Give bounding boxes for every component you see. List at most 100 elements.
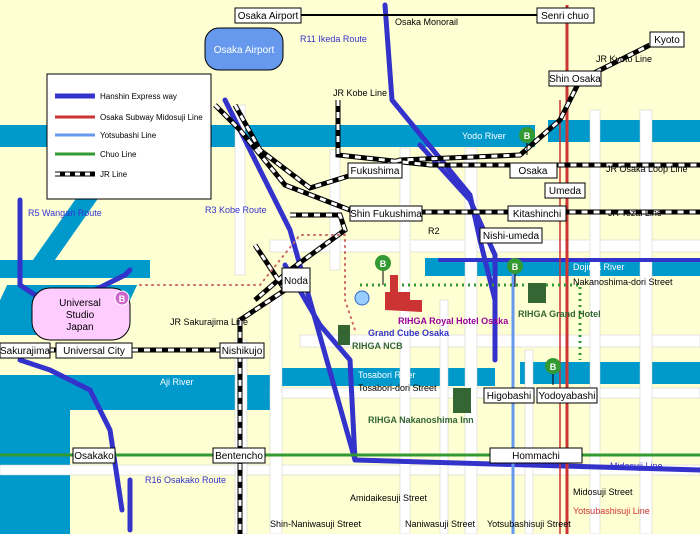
map-labels: Osaka Monorail R11 Ikeda Route JR Kyoto …: [28, 17, 688, 529]
station-boxes: Osaka Airport Senri chuo Kyoto Shin Osak…: [0, 7, 685, 464]
rihga-grand-building[interactable]: [528, 283, 546, 303]
label-jr-osaka-loop: JR Osaka Loop Line: [606, 164, 688, 174]
label-jr-kyoto-line: JR Kyoto Line: [596, 54, 652, 64]
label-tosabori-river: Tosabori River: [358, 370, 416, 380]
r3-branch: [282, 262, 358, 463]
label-jr-tozai: JR Tozai Line: [608, 208, 662, 218]
label-r5: R5 Wangan Route: [28, 208, 102, 218]
label-r3: R3 Kobe Route: [205, 205, 267, 215]
street-v1: [234, 104, 246, 276]
bus-stop-grand[interactable]: B: [507, 258, 523, 287]
label-tosabori-street: Tosabori-dori Street: [358, 383, 437, 393]
street-v3: [589, 109, 601, 534]
station-universal-city[interactable]: Universal City: [55, 342, 133, 359]
label-jr-kobe-line: JR Kobe Line: [333, 88, 387, 98]
station-shin-osaka[interactable]: Shin Osaka: [548, 70, 602, 87]
station-senri-chuo[interactable]: Senri chuo: [536, 7, 595, 24]
label-osaka-monorail: Osaka Monorail: [395, 17, 458, 27]
pink-dotted-route: [139, 234, 356, 331]
station-nishikujo[interactable]: Nishikujo: [219, 342, 265, 359]
tosabori-river: [270, 368, 495, 386]
station-hommachi[interactable]: Hommachi: [489, 447, 583, 464]
label-r16: R16 Osakako Route: [145, 475, 226, 485]
rihga-nakanoshima-building[interactable]: [453, 388, 471, 413]
label-nakanoshima-dori: Nakanoshima-dori Street: [573, 277, 673, 287]
bus-stop-icon: [519, 127, 535, 143]
legend-label-hanshin: Hanshin Express way: [100, 92, 177, 101]
station-osaka-airport[interactable]: Osaka Airport: [234, 7, 302, 24]
station-kitashinchi-label: Kitashinchi: [513, 209, 561, 220]
station-fukushima[interactable]: Fukushima: [347, 162, 403, 179]
station-bentencho[interactable]: Bentencho: [212, 447, 266, 464]
station-noda-label: Noda: [284, 276, 308, 287]
station-nishi-umeda-label: Nishi-umeda: [483, 231, 540, 242]
label-grand-cube[interactable]: Grand Cube Osaka: [368, 328, 450, 338]
street-v4: [639, 109, 653, 534]
bus-stop-letter: B: [550, 362, 557, 372]
rihga-royal-hotel-building[interactable]: [385, 275, 422, 312]
bus-stop-letter: B: [380, 259, 387, 269]
bus-stop-yodoyabashi[interactable]: B: [545, 358, 561, 385]
label-yodo-river: Yodo River: [462, 131, 506, 141]
station-senri-chuo-label: Senri chuo: [541, 11, 589, 22]
osaka-airport-area[interactable]: [204, 27, 284, 71]
street-v5: [269, 294, 283, 534]
legend: Hanshin Express way Osaka Subway Midosuj…: [46, 73, 212, 200]
station-yodoyabashi[interactable]: Yodoyabashi: [536, 387, 598, 404]
usj-label-2: Studio: [66, 310, 95, 321]
station-osaka[interactable]: Osaka: [509, 162, 558, 179]
street-v7: [524, 349, 534, 534]
label-amidaikesuji: Amidaikesuji Street: [350, 493, 428, 503]
yodo-river-east: [548, 120, 700, 142]
station-fukushima-label: Fukushima: [351, 166, 400, 177]
label-rihga-nakanoshima[interactable]: RIHGA Nakanoshima Inn: [368, 415, 474, 425]
street-kobe-v: [329, 149, 341, 271]
label-rihga-royal[interactable]: RIHGA Royal Hotel Osaka: [398, 316, 509, 326]
station-kyoto[interactable]: Kyoto: [649, 31, 685, 48]
street-v6: [439, 299, 449, 534]
bus-stop-yodo[interactable]: B: [519, 127, 535, 155]
usj-label-3: Japan: [66, 322, 93, 333]
station-sakurajima-label: Sakurajima: [0, 346, 50, 357]
bus-stop-icon: [375, 255, 391, 271]
station-osakako[interactable]: Osakako: [72, 447, 116, 464]
bus-stop-letter: B: [524, 131, 531, 141]
station-universal-city-label: Universal City: [63, 346, 125, 357]
label-rihga-grand[interactable]: RIHGA Grand Hotel: [518, 309, 601, 319]
bus-stop-icon: [545, 358, 561, 374]
legend-label-jr: JR Line: [100, 170, 128, 179]
label-dojima-river: Dojima River: [573, 262, 625, 272]
station-higobashi[interactable]: Higobashi: [483, 387, 535, 404]
bus-stop-letter: B: [512, 262, 519, 272]
label-aji-river: Aji River: [160, 377, 194, 387]
station-kitashinchi[interactable]: Kitashinchi: [507, 205, 567, 222]
label-yotsubashisuji-line: Yotsubashisuji Line: [573, 506, 650, 516]
label-r11: R11 Ikeda Route: [300, 34, 367, 44]
station-sakurajima[interactable]: Sakurajima: [0, 342, 51, 359]
usj-bus-stop-icon[interactable]: [114, 290, 130, 306]
street-midosuji-south: [0, 464, 700, 476]
r3-kobe-route: [222, 97, 700, 473]
universal-studio-japan-area[interactable]: [31, 287, 131, 341]
station-shin-fukushima-label: Shin Fukushima: [350, 209, 422, 220]
chuo-line: [0, 283, 700, 457]
label-rihga-ncb[interactable]: RIHGA NCB: [352, 341, 403, 351]
bus-stop-royal[interactable]: B: [375, 255, 391, 285]
station-bentencho-label: Bentencho: [215, 451, 263, 462]
rihga-ncb-building[interactable]: [338, 325, 350, 345]
label-shin-naniwasuji: Shin-Naniwasuji Street: [270, 519, 362, 529]
station-osaka-label: Osaka: [519, 166, 548, 177]
grand-cube-icon[interactable]: [354, 290, 370, 306]
street-v2: [399, 147, 411, 534]
station-shin-fukushima[interactable]: Shin Fukushima: [349, 205, 423, 222]
buildings: [338, 275, 546, 413]
station-nishikujo-label: Nishikujo: [222, 346, 263, 357]
station-nishi-umeda[interactable]: Nishi-umeda: [479, 227, 543, 244]
label-midosuji-street: Midosuji Street: [573, 487, 633, 497]
okawa-river: [520, 362, 700, 384]
station-noda[interactable]: Noda: [281, 267, 311, 293]
station-umeda[interactable]: Umeda: [544, 182, 586, 199]
station-osaka-airport-label: Osaka Airport: [238, 11, 299, 22]
legend-label-midosuji: Osaka Subway Midosuji Line: [100, 113, 203, 122]
